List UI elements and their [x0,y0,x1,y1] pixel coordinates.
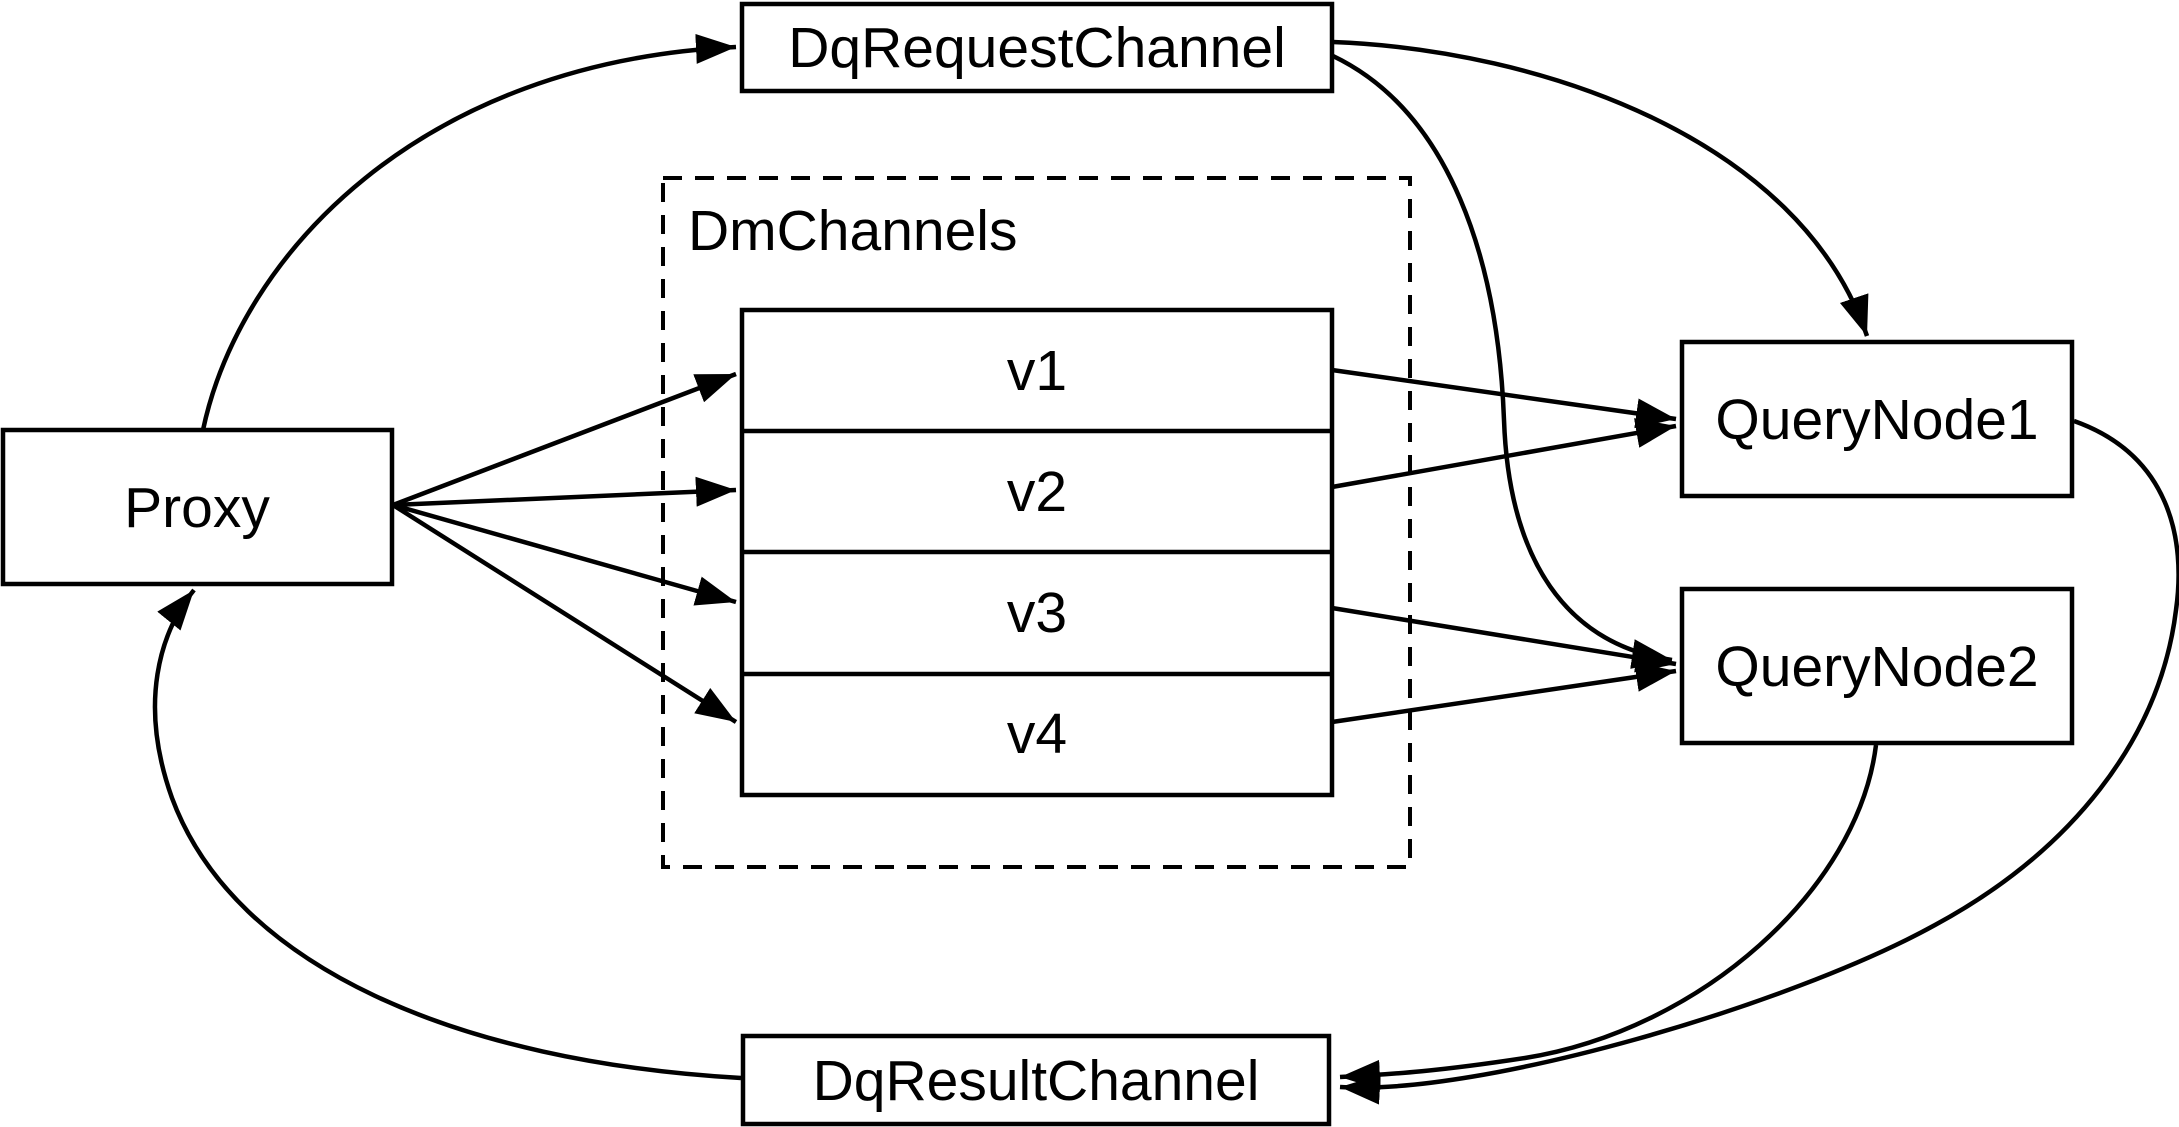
dqresultchannel-label: DqResultChannel [813,1049,1260,1113]
channel-v2-label: v2 [1007,460,1067,524]
dmchannels-group-label: DmChannels [688,199,1017,263]
edge-requestchannel-to-querynode1 [1332,39,1870,337]
edge-querynode2-to-resultchannel [1339,744,1879,1090]
querynode2-box [1679,586,2075,746]
edge-v1-to-querynode1 [1331,367,1677,429]
channel-v4-label: v4 [1007,702,1067,766]
proxy-box [0,427,395,587]
edge-proxy-to-requestchannel [200,33,737,431]
node-proxy: Proxy [0,427,395,587]
edges [152,33,2179,1105]
node-querynode2: QueryNode2 [1679,586,2075,746]
group-dmchannels: DmChannels v1 v2 v3 v4 [661,176,1412,869]
edge-v3-to-querynode2 [1331,605,1677,673]
proxy-label: Proxy [124,476,270,540]
channel-stack: v1 v2 v3 v4 [739,307,1335,798]
channel-v1-label: v1 [1007,339,1067,403]
dqrequestchannel-label: DqRequestChannel [788,16,1286,80]
dqresultchannel-box [740,1033,1332,1127]
edge-proxy-to-v1 [392,371,737,508]
edge-querynode1-to-resultchannel [1339,418,2179,1105]
querynode2-label: QueryNode2 [1715,635,2038,699]
querynode1-box [1679,339,2075,499]
node-dqrequestchannel: DqRequestChannel [739,1,1335,94]
querynode1-label: QueryNode1 [1715,388,2038,452]
edge-requestchannel-to-querynode2 [1332,53,1673,669]
edge-proxy-to-v2 [392,476,737,508]
edge-v2-to-querynode1 [1331,418,1677,490]
node-querynode1: QueryNode1 [1679,339,2075,499]
edge-proxy-to-v4 [391,503,738,724]
dqrequestchannel-box [739,1,1335,94]
channel-v3-label: v3 [1007,581,1067,645]
edge-v4-to-querynode2 [1331,662,1677,725]
edge-proxy-to-v3 [392,502,737,606]
edge-resultchannel-to-proxy [152,588,742,1081]
node-dqresultchannel: DqResultChannel [740,1033,1332,1127]
dmchannels-group-border [661,176,1412,869]
